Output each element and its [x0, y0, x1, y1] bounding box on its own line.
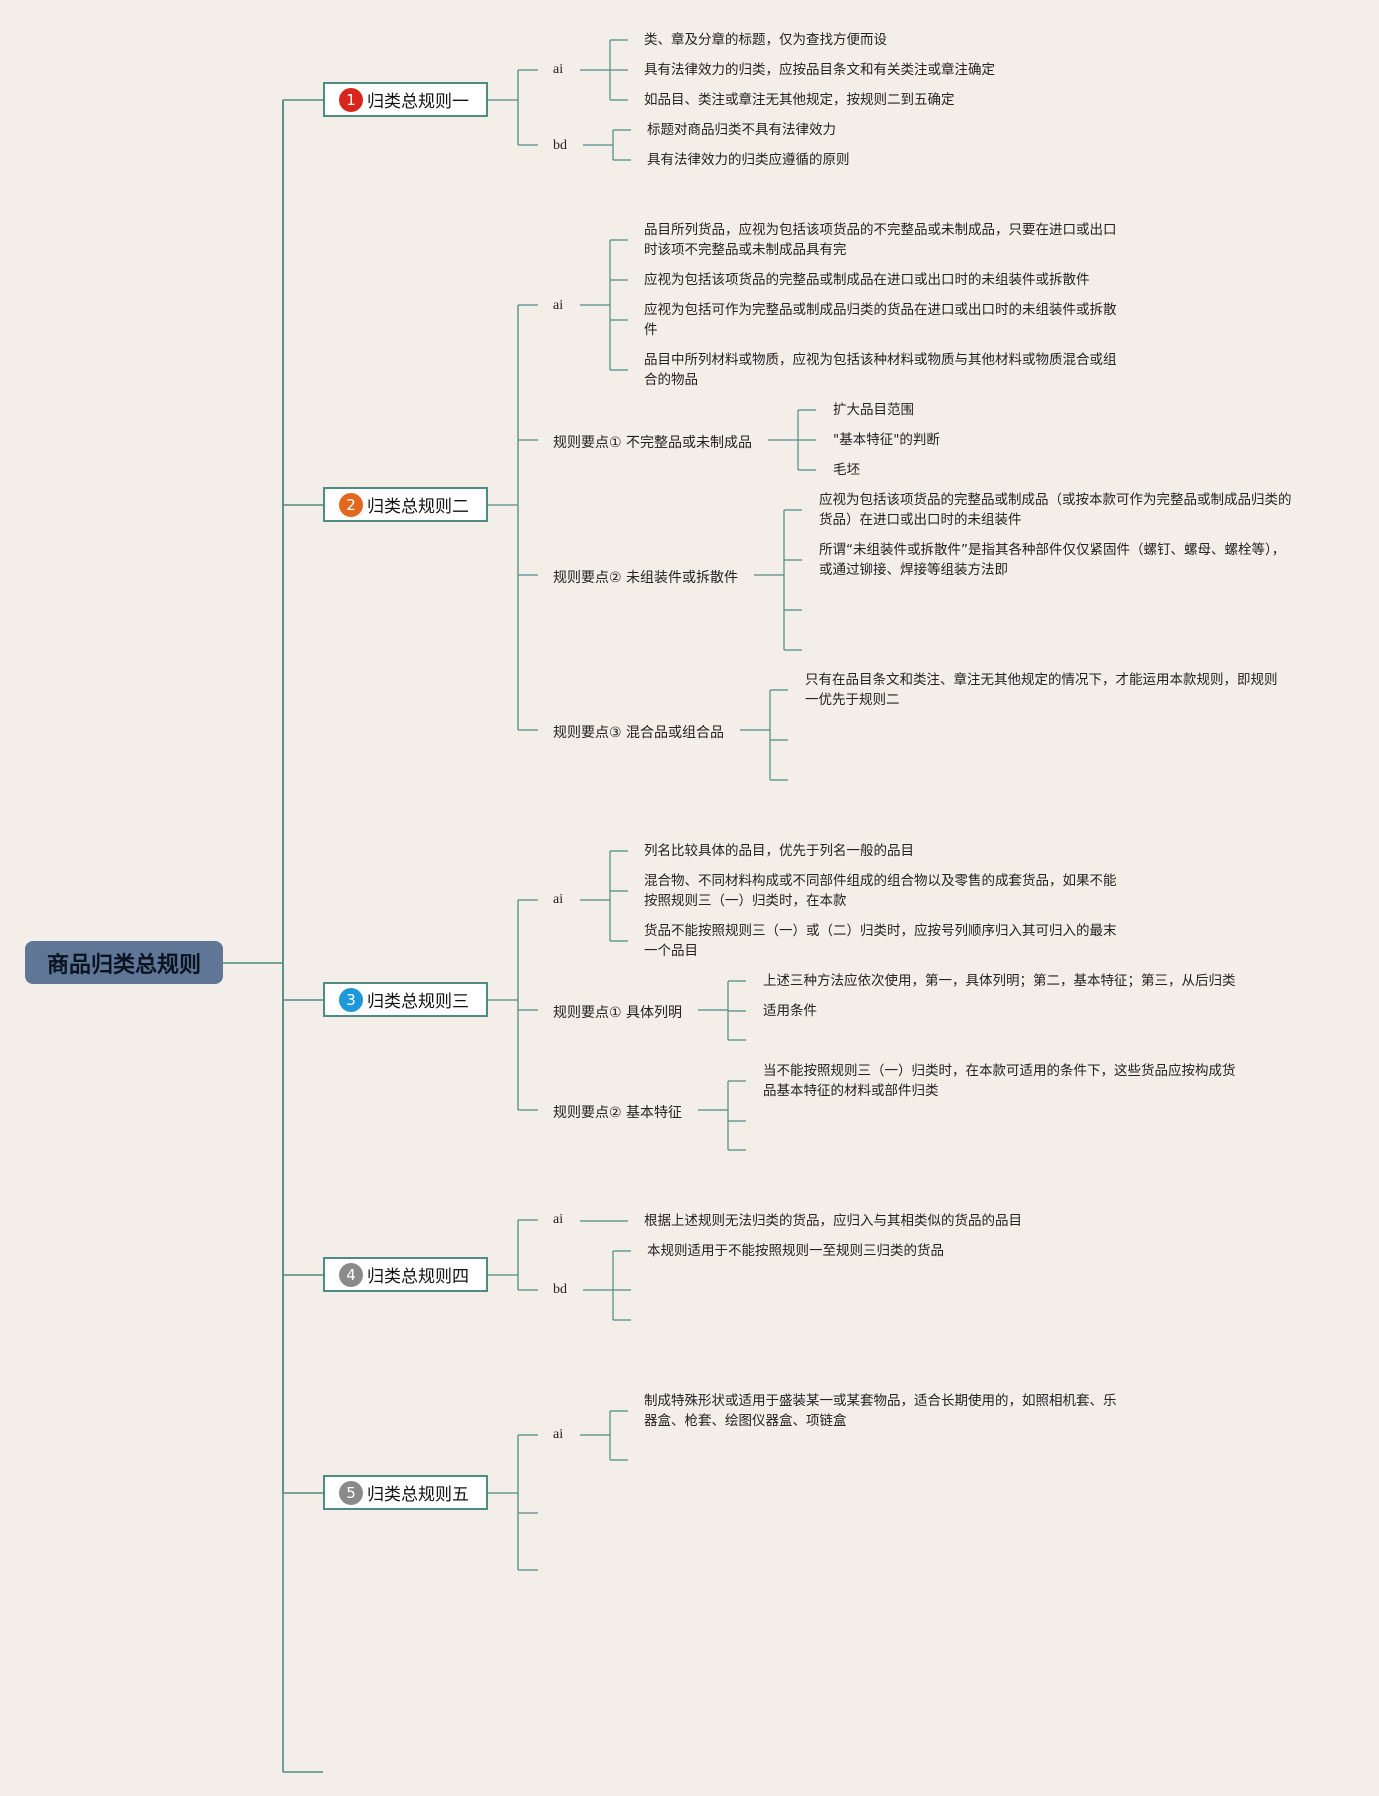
leaf: 所谓“未组装件或拆散件”是指其各种部件仅仅紧固件（螺钉、螺母、螺栓等），或通过铆… [819, 542, 1286, 578]
root-node[interactable]: 商品归类总规则 [25, 941, 223, 984]
number-badge-2: 2 [339, 492, 363, 517]
leaf: 毛坯 [833, 462, 860, 478]
rule-label-5: 归类总规则五 [367, 1485, 469, 1505]
leaf: 适用条件 [763, 1003, 817, 1019]
r2-point2-node[interactable]: 规则要点② 未组装件或拆散件 [553, 570, 739, 586]
leaf: 应视为包括可作为完整品或制成品归类的货品在进口或出口时的未组装件或拆散件 [644, 302, 1117, 338]
r3-ai-node[interactable]: ai [553, 892, 564, 907]
leaf: 只有在品目条文和类注、章注无其他规定的情况下，才能运用本款规则，即规则一优先于规… [805, 672, 1278, 708]
leaf: 类、章及分章的标题，仅为查找方便而设 [644, 32, 887, 48]
leaf: "基本特征"的判断 [833, 432, 940, 448]
r2-ai-node[interactable]: ai [553, 298, 564, 313]
rule-node-4[interactable]: 4 归类总规则四 [323, 1257, 488, 1292]
leaf: 本规则适用于不能按照规则一至规则三归类的货品 [647, 1243, 944, 1259]
r2-point3-node[interactable]: 规则要点③ 混合品或组合品 [553, 725, 725, 741]
r4-bd-node[interactable]: bd [553, 1282, 567, 1297]
leaf: 上述三种方法应依次使用，第一，具体列明；第二，基本特征；第三，从后归类 [763, 973, 1236, 989]
leaf: 应视为包括该项货品的完整品或制成品在进口或出口时的未组装件或拆散件 [644, 272, 1090, 288]
leaf: 品目中所列材料或物质，应视为包括该种材料或物质与其他材料或物质混合或组合的物品 [644, 352, 1117, 388]
leaf: 具有法律效力的归类应遵循的原则 [647, 152, 850, 168]
rule-label-2: 归类总规则二 [367, 497, 469, 517]
r2-point1-node[interactable]: 规则要点① 不完整品或未制成品 [553, 435, 753, 451]
leaf: 标题对商品归类不具有法律效力 [647, 122, 836, 138]
leaf: 应视为包括该项货品的完整品或制成品（或按本款可作为完整品或制成品归类的货品）在进… [819, 492, 1292, 528]
rule-node-2[interactable]: 2 归类总规则二 [323, 487, 488, 522]
number-badge-1: 1 [339, 87, 363, 112]
rule-node-1[interactable]: 1 归类总规则一 [323, 82, 488, 117]
rule-label-3: 归类总规则三 [367, 992, 469, 1012]
leaf: 具有法律效力的归类，应按品目条文和有关类注或章注确定 [644, 62, 995, 78]
r3-point2-node[interactable]: 规则要点② 基本特征 [553, 1105, 683, 1121]
leaf: 货品不能按照规则三（一）或（二）归类时，应按号列顺序归入其可归入的最末一个品目 [644, 923, 1117, 959]
leaf: 品目所列货品，应视为包括该项货品的不完整品或未制成品，只要在进口或出口时该项不完… [644, 222, 1117, 258]
r1-bd-node[interactable]: bd [553, 138, 567, 153]
r5-ai-node[interactable]: ai [553, 1427, 564, 1442]
number-badge-4: 4 [339, 1262, 363, 1287]
r1-ai-node[interactable]: ai [553, 62, 564, 77]
leaf: 列名比较具体的品目，优先于列名一般的品目 [644, 843, 914, 859]
leaf: 根据上述规则无法归类的货品，应归入与其相类似的货品的品目 [644, 1213, 1022, 1229]
r3-point1-node[interactable]: 规则要点① 具体列明 [553, 1005, 683, 1021]
number-badge-5: 5 [339, 1480, 363, 1505]
rule-label-1: 归类总规则一 [367, 92, 469, 112]
rule-node-3[interactable]: 3 归类总规则三 [323, 982, 488, 1017]
leaf: 如品目、类注或章注无其他规定，按规则二到五确定 [644, 92, 955, 108]
number-badge-3: 3 [339, 987, 363, 1012]
leaf: 混合物、不同材料构成或不同部件组成的组合物以及零售的成套货品，如果不能按照规则三… [644, 873, 1117, 909]
rule-label-4: 归类总规则四 [367, 1267, 469, 1287]
leaf: 制成特殊形状或适用于盛装某一或某套物品，适合长期使用的，如照相机套、乐器盒、枪套… [644, 1393, 1117, 1429]
leaf: 当不能按照规则三（一）归类时，在本款可适用的条件下，这些货品应按构成货品基本特征… [763, 1063, 1236, 1099]
leaf: 扩大品目范围 [833, 402, 914, 418]
rule-node-5[interactable]: 5 归类总规则五 [323, 1475, 488, 1510]
r4-ai-node[interactable]: ai [553, 1212, 564, 1227]
